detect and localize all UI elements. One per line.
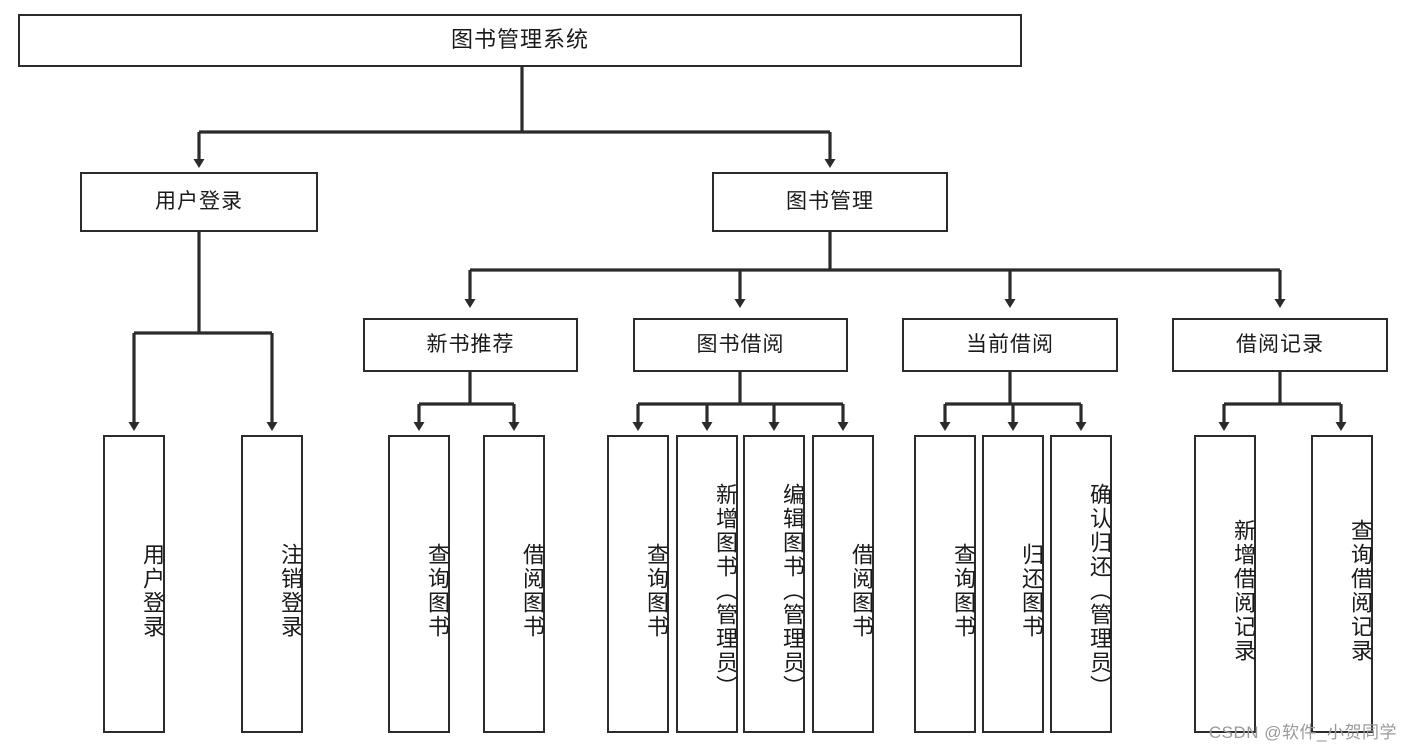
leaf-borrow-book-2-label: 借阅图书 bbox=[849, 543, 874, 639]
leaf-user-login-label: 用户登录 bbox=[140, 543, 165, 639]
node-book-manage[interactable]: 图书管理 bbox=[712, 172, 948, 232]
node-book-borrow[interactable]: 图书借阅 bbox=[633, 318, 848, 372]
node-new-book-recommend-label: 新书推荐 bbox=[426, 333, 515, 357]
leaf-borrow-book-1-label: 借阅图书 bbox=[520, 543, 545, 639]
leaf-borrow-book-1[interactable]: 借阅图书 bbox=[483, 435, 545, 733]
leaf-add-book[interactable]: 新增图书（管理员） bbox=[676, 435, 738, 733]
node-borrow-record[interactable]: 借阅记录 bbox=[1172, 318, 1388, 372]
node-book-borrow-label: 图书借阅 bbox=[696, 333, 785, 357]
leaf-user-login[interactable]: 用户登录 bbox=[103, 435, 165, 733]
leaf-query-book-3-label: 查询图书 bbox=[951, 543, 976, 639]
leaf-query-record-label: 查询借阅记录 bbox=[1348, 519, 1373, 663]
leaf-add-record-label: 新增借阅记录 bbox=[1231, 519, 1256, 663]
watermark-text: CSDN @软件_小贺同学 bbox=[1208, 723, 1397, 742]
leaf-borrow-book-2[interactable]: 借阅图书 bbox=[812, 435, 874, 733]
leaf-add-book-label: 新增图书（管理员） bbox=[713, 483, 738, 699]
leaf-confirm-return-label: 确认归还（管理员） bbox=[1087, 483, 1112, 699]
leaf-logout[interactable]: 注销登录 bbox=[241, 435, 303, 733]
node-root-label: 图书管理系统 bbox=[450, 27, 589, 53]
leaf-add-record[interactable]: 新增借阅记录 bbox=[1194, 435, 1256, 733]
leaf-return-book-label: 归还图书 bbox=[1019, 543, 1044, 639]
leaf-query-book-2-label: 查询图书 bbox=[644, 543, 669, 639]
node-new-book-recommend[interactable]: 新书推荐 bbox=[363, 318, 578, 372]
node-current-borrow[interactable]: 当前借阅 bbox=[902, 318, 1118, 372]
leaf-query-book-1[interactable]: 查询图书 bbox=[388, 435, 450, 733]
leaf-confirm-return[interactable]: 确认归还（管理员） bbox=[1050, 435, 1112, 733]
node-user-login-label: 用户登录 bbox=[155, 190, 243, 214]
leaf-query-book-1-label: 查询图书 bbox=[425, 543, 450, 639]
node-current-borrow-label: 当前借阅 bbox=[966, 333, 1054, 357]
leaf-return-book[interactable]: 归还图书 bbox=[982, 435, 1044, 733]
node-user-login[interactable]: 用户登录 bbox=[80, 172, 318, 232]
node-book-manage-label: 图书管理 bbox=[786, 190, 874, 214]
leaf-query-book-2[interactable]: 查询图书 bbox=[607, 435, 669, 733]
leaf-edit-book[interactable]: 编辑图书（管理员） bbox=[743, 435, 805, 733]
leaf-edit-book-label: 编辑图书（管理员） bbox=[780, 483, 805, 699]
node-borrow-record-label: 借阅记录 bbox=[1236, 333, 1324, 357]
leaf-query-record[interactable]: 查询借阅记录 bbox=[1311, 435, 1373, 733]
node-root[interactable]: 图书管理系统 bbox=[18, 14, 1022, 67]
leaf-query-book-3[interactable]: 查询图书 bbox=[914, 435, 976, 733]
leaf-logout-label: 注销登录 bbox=[278, 543, 303, 639]
